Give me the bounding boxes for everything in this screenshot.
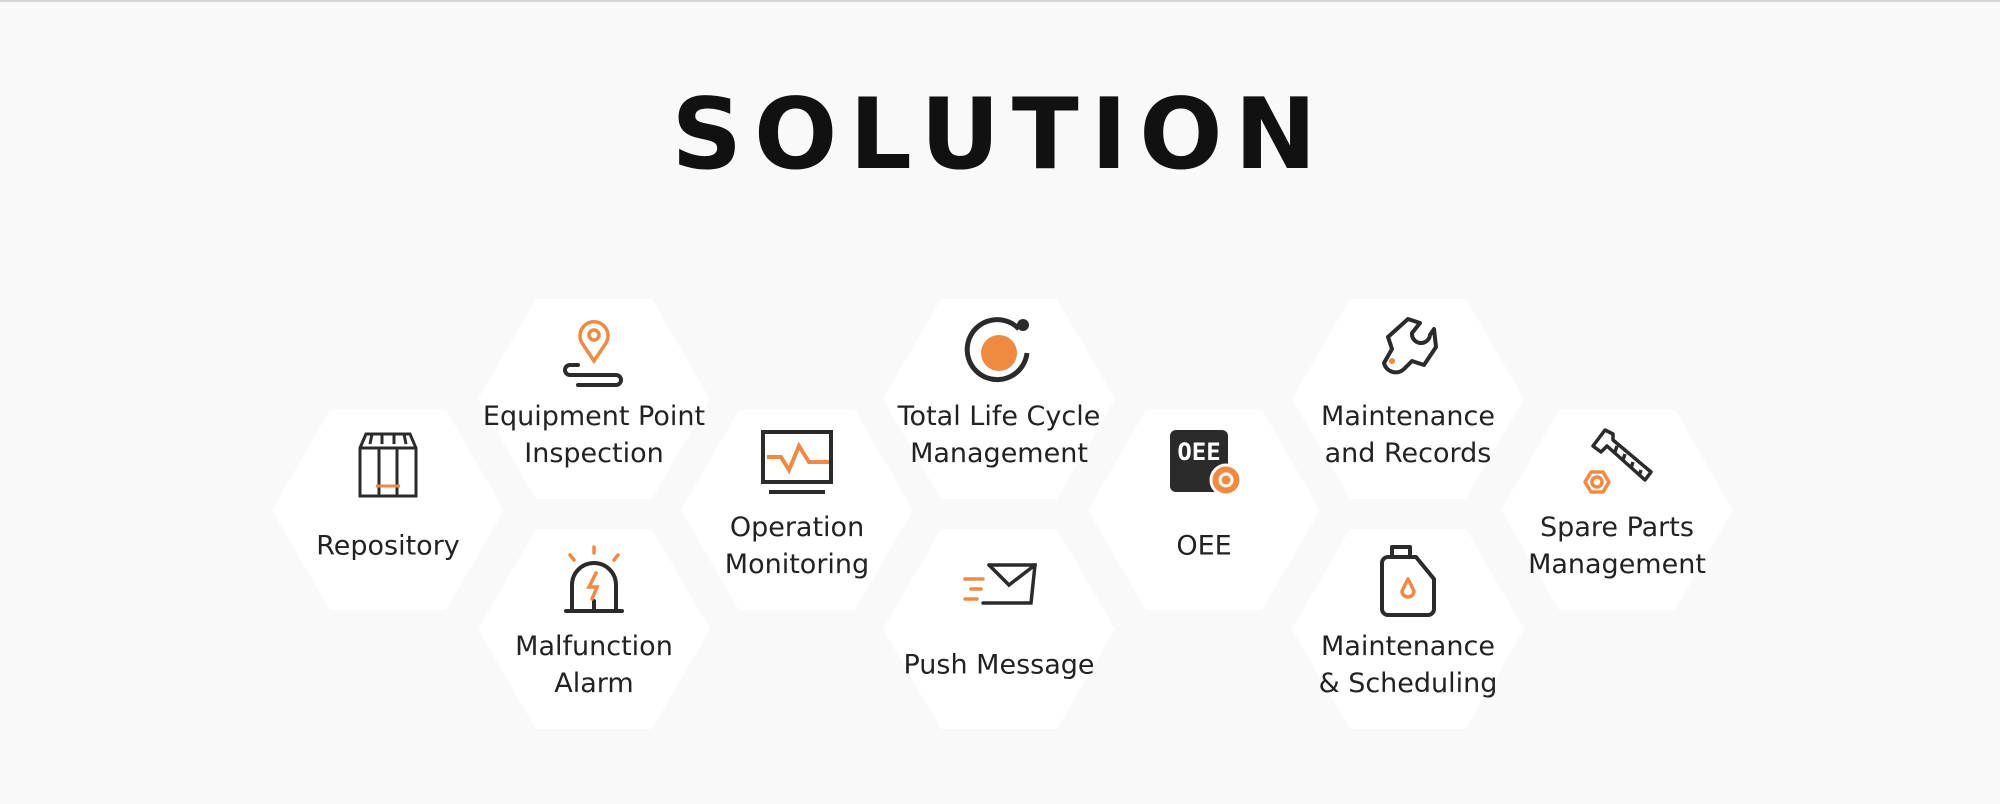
label-line: Monitoring bbox=[724, 549, 870, 580]
solution-item-push-message[interactable]: Push Message bbox=[849, 529, 1149, 729]
label-line: Maintenance bbox=[1321, 631, 1495, 662]
top-divider bbox=[0, 0, 2000, 2]
solution-item-repository[interactable]: Repository bbox=[238, 410, 538, 610]
monitor-chart-icon bbox=[759, 424, 835, 500]
label-line: & Scheduling bbox=[1318, 668, 1498, 699]
solution-label: OEE bbox=[1054, 528, 1354, 565]
envelope-icon bbox=[961, 543, 1037, 619]
solution-label: Maintenance and Records bbox=[1258, 398, 1558, 472]
label-line: Malfunction bbox=[515, 631, 673, 662]
label-line: Management bbox=[910, 438, 1088, 469]
label-line: Inspection bbox=[524, 438, 664, 469]
solution-label: Push Message bbox=[849, 647, 1149, 684]
wrench-icon bbox=[1370, 313, 1446, 389]
bolt-nut-icon bbox=[1579, 424, 1655, 500]
lifecycle-orbit-icon bbox=[961, 313, 1037, 389]
label-line: OEE bbox=[1176, 530, 1232, 562]
oil-can-icon bbox=[1370, 543, 1446, 619]
label-line: and Records bbox=[1324, 438, 1492, 469]
solution-item-oee[interactable]: OEE OEE bbox=[1054, 410, 1354, 610]
label-line: Total Life Cycle bbox=[897, 401, 1101, 432]
solution-item-maintenance-and-records[interactable]: Maintenance and Records bbox=[1258, 299, 1558, 499]
solution-item-maintenance-scheduling[interactable]: Maintenance & Scheduling bbox=[1258, 529, 1558, 729]
label-line: Alarm bbox=[554, 668, 634, 699]
label-line: Operation bbox=[729, 512, 865, 543]
svg-text:OEE: OEE bbox=[1177, 438, 1220, 466]
oee-gear-icon: OEE bbox=[1166, 424, 1243, 500]
solution-label: Maintenance & Scheduling bbox=[1258, 628, 1558, 702]
solution-label: Repository bbox=[238, 528, 538, 565]
label-line: Repository bbox=[316, 530, 460, 562]
hexagon-bg bbox=[478, 299, 710, 499]
hexagon-bg bbox=[681, 410, 913, 610]
label-line: Equipment Point bbox=[482, 401, 706, 432]
warehouse-icon bbox=[350, 424, 426, 500]
alarm-siren-icon bbox=[556, 543, 632, 619]
label-line: Spare Parts bbox=[1540, 512, 1694, 543]
location-pin-icon bbox=[556, 313, 632, 389]
page-title: SOLUTION bbox=[671, 78, 1329, 192]
label-line: Push Message bbox=[903, 649, 1095, 681]
label-line: Management bbox=[1528, 549, 1706, 580]
label-line: Maintenance bbox=[1321, 401, 1495, 432]
